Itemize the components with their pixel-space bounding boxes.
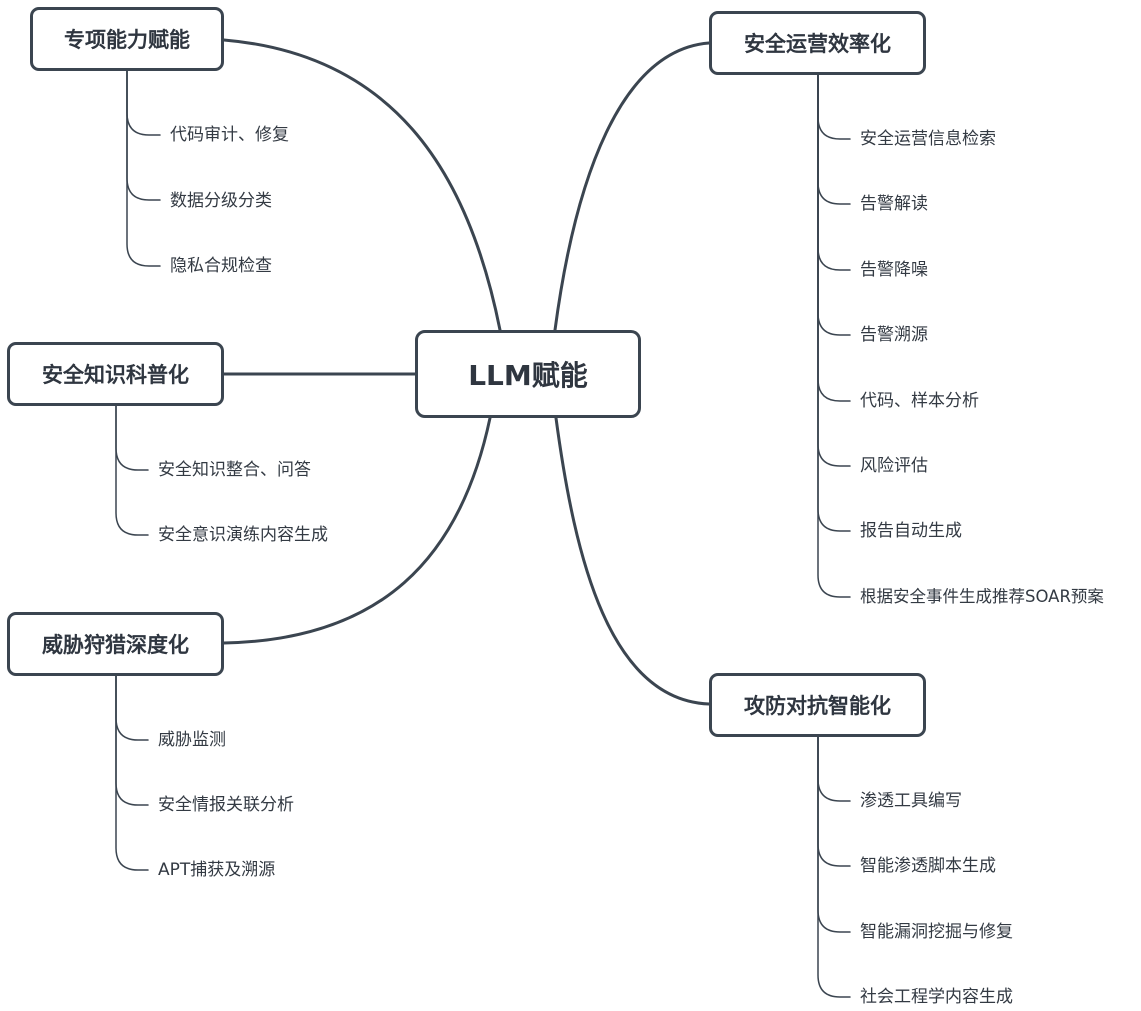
- list-item: 代码审计、修复: [170, 125, 289, 145]
- connector-operations-item-3: [817, 74, 851, 336]
- list-item: 安全意识演练内容生成: [158, 525, 328, 545]
- connector-offense-defense-item-2: [817, 736, 851, 933]
- branch-offense-defense-label: 攻防对抗智能化: [744, 694, 891, 718]
- connector-center-specialized: [222, 38, 502, 332]
- connector-knowledge-item-1: [115, 405, 149, 536]
- connector-operations-item-0: [817, 74, 851, 140]
- central-topic-label: LLM赋能: [468, 359, 588, 392]
- list-item: 告警降噪: [860, 260, 928, 280]
- list-item: 代码、样本分析: [860, 391, 979, 411]
- list-item: 社会工程学内容生成: [860, 987, 1013, 1007]
- branch-operations-label: 安全运营效率化: [744, 32, 891, 56]
- branch-knowledge-label: 安全知识科普化: [42, 363, 189, 387]
- branch-specialized-label: 专项能力赋能: [64, 28, 190, 52]
- list-item: 安全知识整合、问答: [158, 460, 311, 480]
- list-item: 告警解读: [860, 194, 928, 214]
- branch-hunting: 威胁狩猎深度化: [7, 612, 224, 676]
- connector-center-hunting: [222, 416, 492, 645]
- list-item: 智能渗透脚本生成: [860, 856, 996, 876]
- connector-offense-defense-item-3: [817, 736, 851, 998]
- connector-operations-item-6: [817, 74, 851, 532]
- connector-operations-item-2: [817, 74, 851, 271]
- list-item: 风险评估: [860, 456, 928, 476]
- connector-offense-defense-item-0: [817, 736, 851, 802]
- branch-hunting-label: 威胁狩猎深度化: [42, 633, 189, 657]
- connector-specialized-item-2: [126, 70, 161, 267]
- list-item: 安全运营信息检索: [860, 129, 996, 149]
- list-item: APT捕获及溯源: [158, 860, 276, 880]
- list-item: 渗透工具编写: [860, 791, 962, 811]
- connector-center-operations: [553, 41, 711, 332]
- list-item: 报告自动生成: [860, 521, 962, 541]
- connector-hunting-item-2: [115, 675, 149, 871]
- list-item: 根据安全事件生成推荐SOAR预案: [860, 587, 1104, 606]
- connector-operations-item-7: [817, 74, 851, 598]
- connector-knowledge-item-0: [115, 405, 149, 471]
- list-item: 安全情报关联分析: [158, 795, 294, 815]
- list-item: 隐私合规检查: [170, 256, 272, 276]
- list-item: 威胁监测: [158, 730, 226, 750]
- connector-center-offense-defense: [554, 416, 711, 706]
- branch-knowledge: 安全知识科普化: [7, 342, 224, 406]
- list-item: 智能漏洞挖掘与修复: [860, 922, 1013, 942]
- list-item: 数据分级分类: [170, 191, 272, 211]
- connector-hunting-item-0: [115, 675, 149, 741]
- connector-specialized-item-0: [126, 70, 161, 136]
- connector-operations-item-4: [817, 74, 851, 402]
- branch-operations: 安全运营效率化: [709, 11, 926, 75]
- list-item: 告警溯源: [860, 325, 928, 345]
- branch-specialized: 专项能力赋能: [30, 7, 224, 71]
- central-topic: LLM赋能: [415, 330, 641, 418]
- branch-offense-defense: 攻防对抗智能化: [709, 673, 926, 737]
